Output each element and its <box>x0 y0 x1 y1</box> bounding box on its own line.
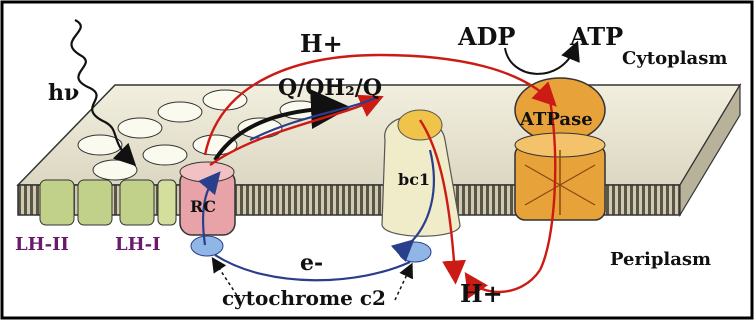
atp-synthesis-arrow <box>505 48 575 74</box>
adp-label: ADP <box>457 22 515 51</box>
atpase-label: ATPase <box>519 109 593 130</box>
periplasm-label: Periplasm <box>610 249 711 270</box>
electron-label: e- <box>300 250 323 276</box>
atpase-complex <box>515 78 605 220</box>
lh1-label: LH-I <box>115 234 161 255</box>
proton-bottom-label: H+ <box>460 279 503 308</box>
bc1-label: bc1 <box>398 170 430 189</box>
atp-label: ATP <box>569 22 623 51</box>
quinone-label: Q/QH₂/Q <box>278 75 382 101</box>
cytochrome-label: cytochrome c2 <box>222 286 386 310</box>
cytoplasm-label: Cytoplasm <box>622 48 727 69</box>
light-label: hν <box>48 80 79 106</box>
proton-top-label: H+ <box>300 29 343 58</box>
lh2-label: LH-II <box>15 234 69 255</box>
cyt-pointer-right <box>395 268 410 300</box>
rc-label: RC <box>190 197 216 216</box>
